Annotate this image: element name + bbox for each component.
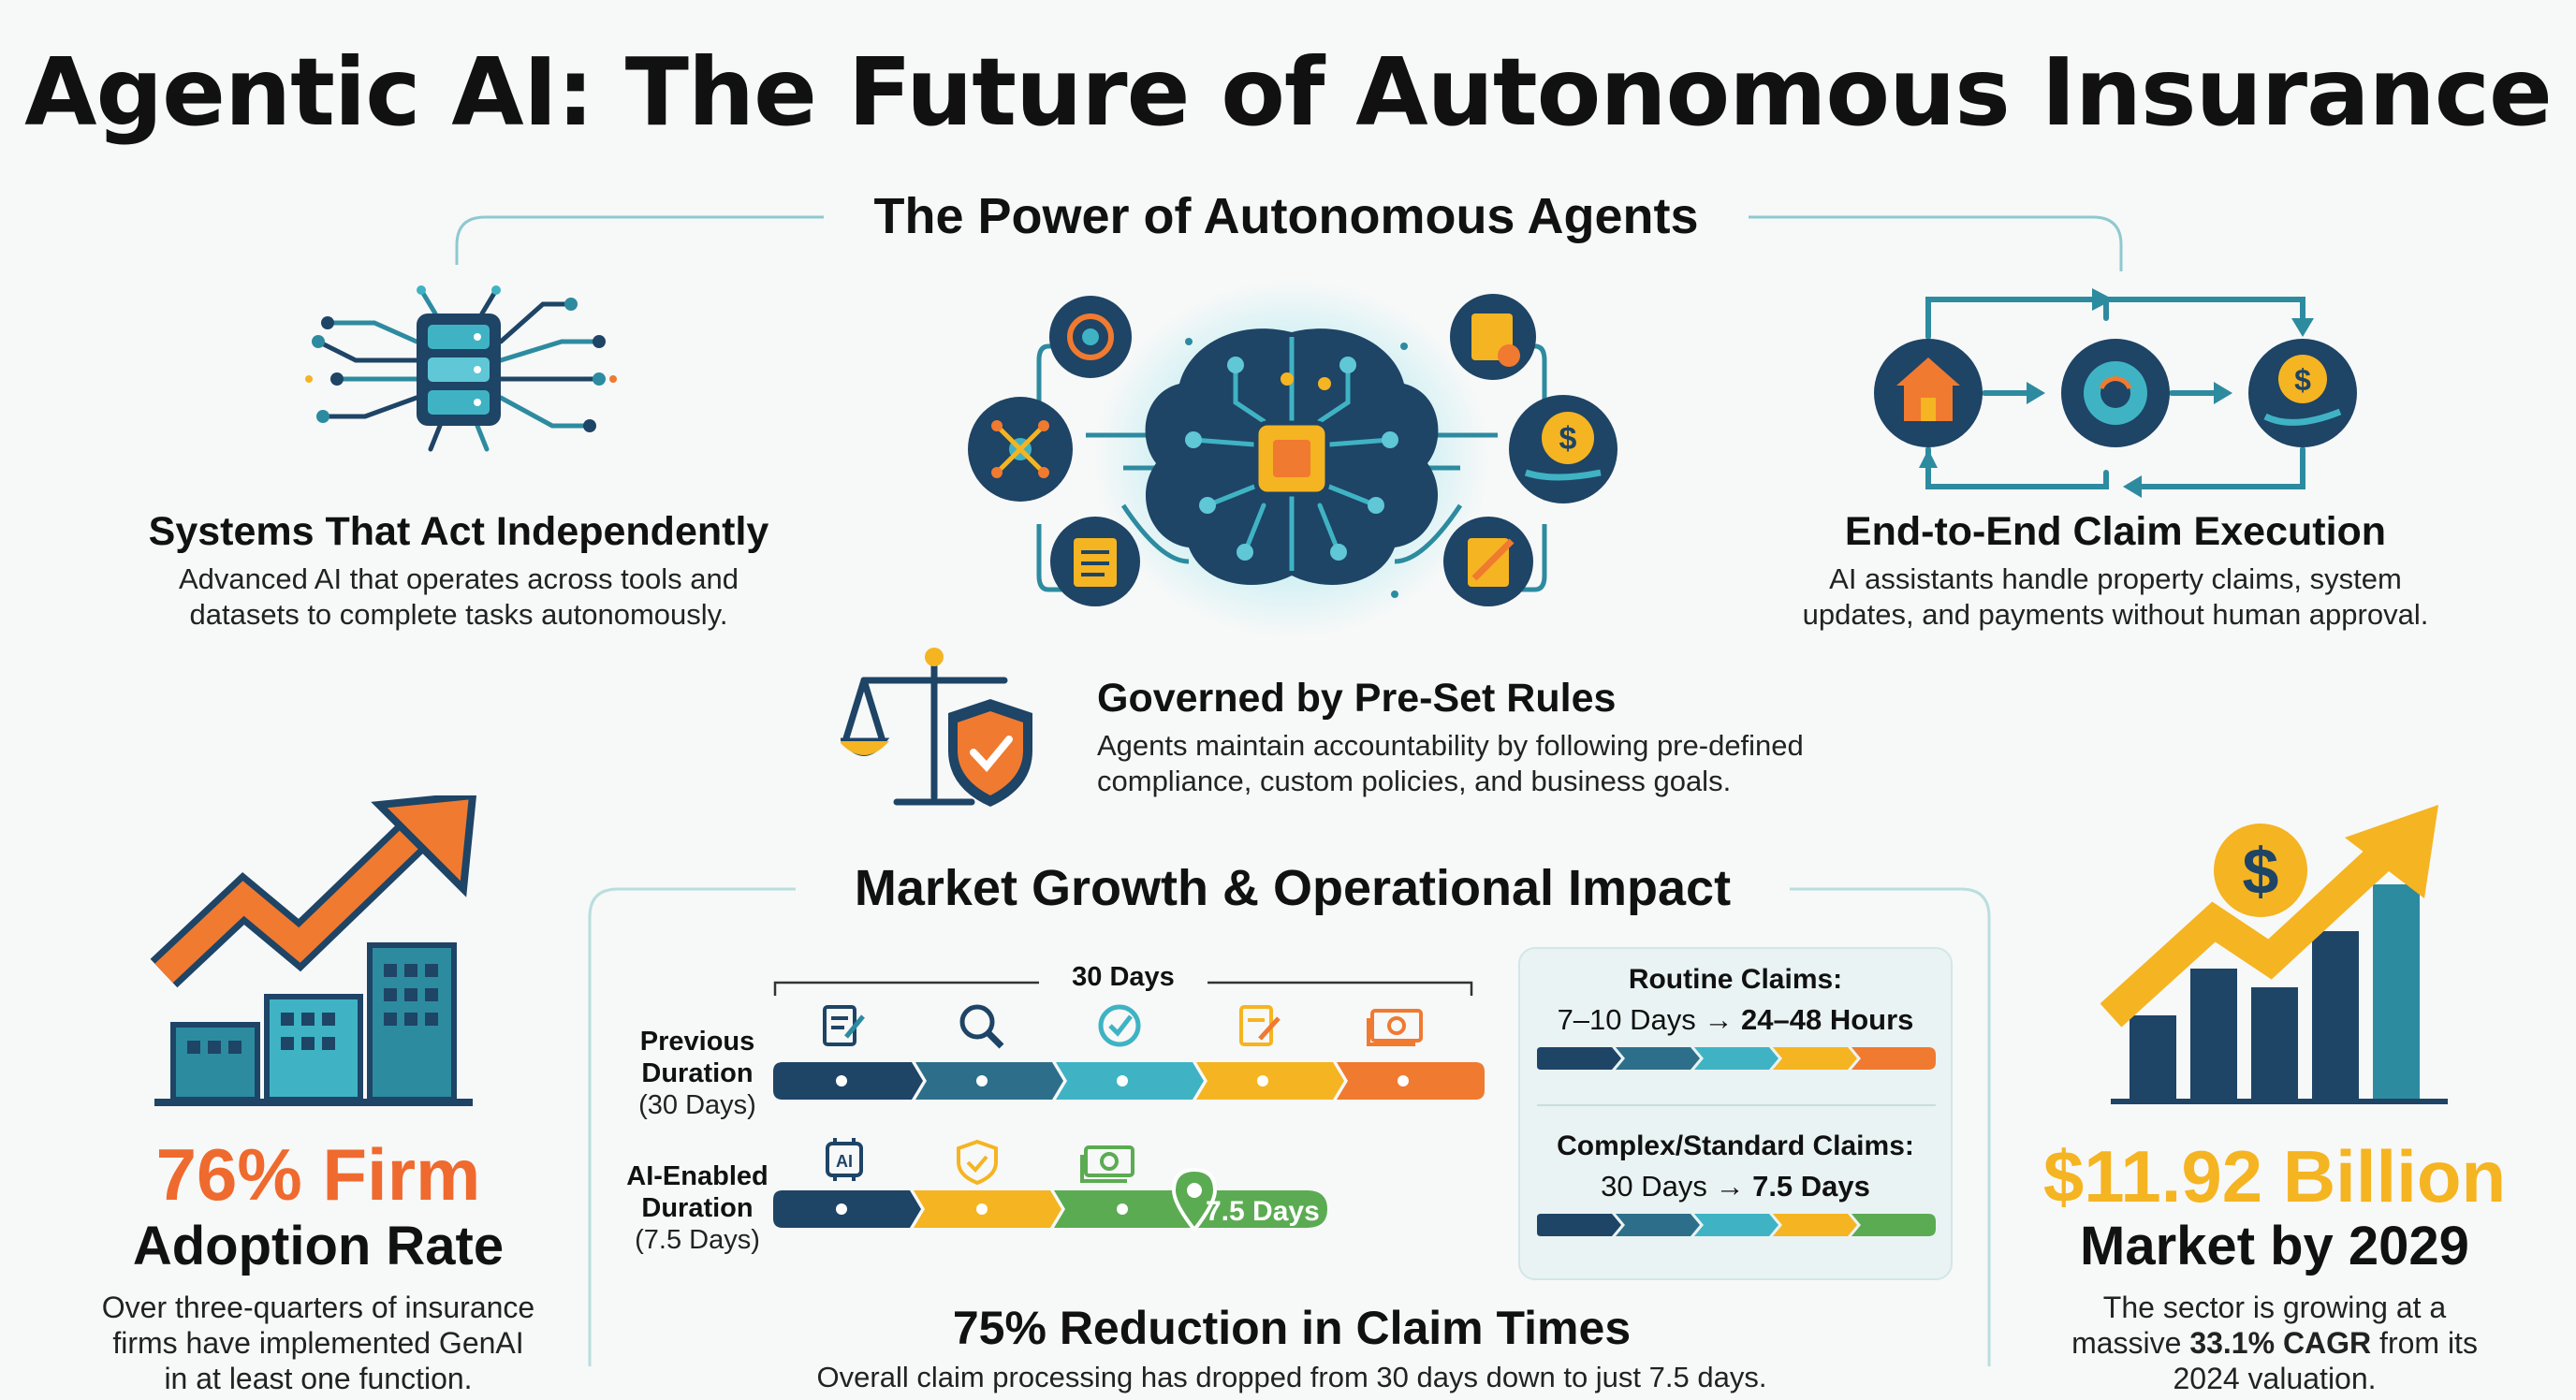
power-section-heading: The Power of Autonomous Agents (873, 188, 1699, 244)
claims-divider (1537, 1104, 1936, 1106)
adoption-rate-subtitle: Adoption Rate (132, 1216, 505, 1276)
growth-buildings-icon (150, 795, 477, 1106)
reduction-title: 75% Reduction in Claim Times (952, 1302, 1632, 1354)
previous-timeline (773, 1004, 1485, 1100)
feature-title-independent: Systems That Act Independently (148, 509, 769, 554)
cash-icon (1367, 1009, 1423, 1046)
svg-text:AI: AI (836, 1152, 853, 1171)
feature-desc-governed: Agents maintain accountability by follow… (1097, 729, 1804, 797)
feature-desc-independent: Advanced AI that operates across tools a… (179, 562, 739, 631)
feature-title-governed: Governed by Pre-Set Rules (1097, 676, 1617, 721)
adoption-rate-desc: Over three-quarters of insurance firms h… (101, 1291, 535, 1395)
routine-claims-change: 7–10 Days → 24–48 Hours (1557, 1003, 1914, 1036)
ai-timeline: AI (773, 1138, 1327, 1233)
server-circuit-icon (305, 285, 617, 452)
claim-flow-icon: $ (1874, 288, 2357, 498)
market-section-heading: Market Growth & Operational Impact (854, 860, 1732, 916)
previous-duration-label: Previous Duration (30 Days) (638, 1027, 756, 1120)
complex-claims-title: Complex/Standard Claims: (1557, 1130, 1914, 1161)
feature-title-claim-execution: End-to-End Claim Execution (1844, 509, 2387, 554)
market-size-subtitle: Market by 2029 (2080, 1216, 2469, 1276)
reduction-desc: Overall claim processing has dropped fro… (816, 1361, 1767, 1393)
thirty-days-bracket (773, 981, 1473, 996)
scales-shield-icon (841, 648, 1032, 807)
power-section-connector (455, 215, 2123, 271)
complex-claims-bar (1537, 1214, 1936, 1236)
svg-text:$: $ (2243, 835, 2279, 908)
routine-claims-bar (1537, 1047, 1936, 1070)
ai-brain-chip-icon: $ (968, 281, 1617, 636)
adoption-rate-value: 76% Firm (155, 1133, 481, 1216)
cash-icon (1080, 1145, 1134, 1183)
market-size-value: $11.92 Billion (2042, 1135, 2507, 1218)
page-title: Agentic AI: The Future of Autonomous Ins… (24, 37, 2553, 147)
ai-end-label: 7.5 Days (1206, 1196, 1320, 1227)
thirty-days-label: 30 Days (1072, 962, 1175, 992)
dollar-growth-chart-icon: $ (2100, 805, 2448, 1104)
note-edit-icon (1239, 1005, 1281, 1046)
feature-desc-claim-execution: AI assistants handle property claims, sy… (1802, 562, 2429, 631)
magnify-icon (959, 1004, 1004, 1049)
ai-duration-label: AI-Enabled Duration (7.5 Days) (626, 1161, 768, 1255)
svg-text:$: $ (1559, 421, 1577, 457)
routine-claims-title: Routine Claims: (1628, 964, 1843, 995)
complex-claims-change: 30 Days → 7.5 Days (1601, 1170, 1870, 1203)
shield-check-icon (957, 1139, 998, 1186)
svg-text:$: $ (2294, 363, 2311, 397)
market-size-desc: The sector is growing at a massive 33.1%… (2071, 1291, 2478, 1395)
document-edit-icon (823, 1005, 865, 1046)
check-circle-icon (1098, 1004, 1141, 1047)
ai-chip-icon: AI (826, 1138, 863, 1181)
market-section-frame (588, 887, 1991, 1366)
